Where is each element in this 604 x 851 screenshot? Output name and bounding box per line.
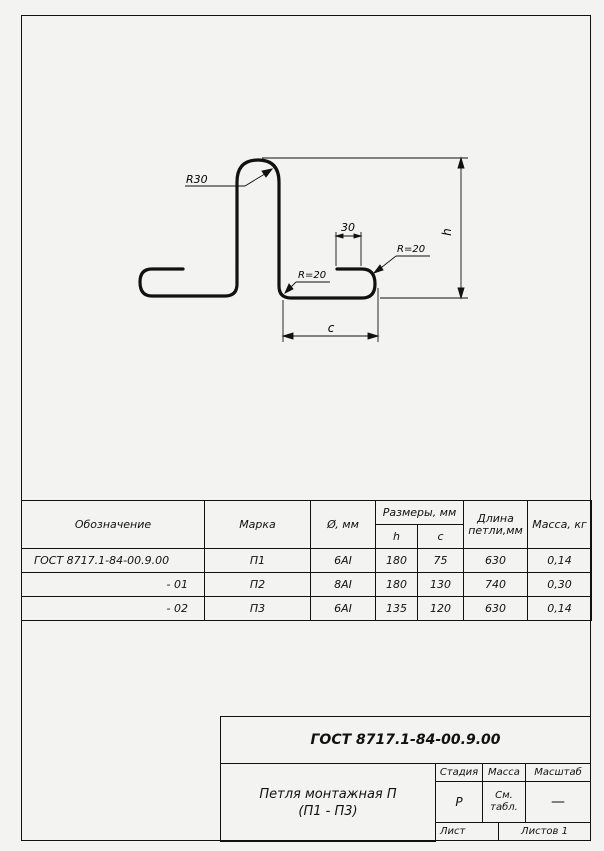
loop-drawing: h c 30 R30 R=20 R=20 xyxy=(138,156,468,342)
r30-label: R30 xyxy=(186,173,208,186)
cell-c: 75 xyxy=(416,548,465,573)
cell-diameter: 6AI xyxy=(310,548,376,573)
scale-value: — xyxy=(525,781,591,823)
title-block: ГОСТ 8717.1-84-00.9.00 Петля монтажная П… xyxy=(220,716,591,842)
stage-value: Р xyxy=(435,781,483,823)
cell-designation: - 02 xyxy=(21,596,205,621)
cell-c: 120 xyxy=(416,596,465,621)
dim-c-label: c xyxy=(328,321,335,335)
leader-r30 xyxy=(185,168,274,187)
drawing-frame xyxy=(21,15,591,841)
cell-h: 180 xyxy=(375,548,418,573)
specification-table: Обозначение Марка Ø, мм Размеры, мм Длин… xyxy=(21,500,593,621)
cell-mark: П3 xyxy=(204,596,311,621)
cell-diameter: 6AI xyxy=(310,596,376,621)
leader-r20-left xyxy=(284,281,330,294)
header-dimensions: Размеры, мм xyxy=(374,500,465,525)
cell-length: 740 xyxy=(463,572,529,597)
r20-right-label: R=20 xyxy=(397,244,425,255)
scale-label: Масштаб xyxy=(525,763,591,782)
table-row: ГОСТ 8717.1-84-00.9.00 П1 6AI 180 75 630… xyxy=(21,548,593,573)
r20-left-label: R=20 xyxy=(298,270,326,281)
mass-value: См. табл. xyxy=(482,781,526,823)
cell-mark: П1 xyxy=(204,548,311,573)
leader-r20-right xyxy=(372,255,430,274)
stage-label: Стадия xyxy=(435,763,483,782)
cell-designation: - 01 xyxy=(21,572,205,597)
cell-designation: ГОСТ 8717.1-84-00.9.00 xyxy=(21,548,205,573)
header-mark: Марка xyxy=(204,500,311,549)
table-row: - 02 П3 6AI 135 120 630 0,14 xyxy=(21,596,593,621)
cell-length: 630 xyxy=(463,548,529,573)
cell-mark: П2 xyxy=(204,572,311,597)
dimension-c xyxy=(281,288,380,342)
header-h: h xyxy=(375,524,418,549)
cell-mass: 0,14 xyxy=(527,596,593,621)
document-name-line2: (П1 - П3) xyxy=(298,803,358,819)
header-c: c xyxy=(416,524,465,549)
dimension-30 xyxy=(334,232,363,266)
sheet-label: Лист xyxy=(435,822,499,841)
dim-30-label: 30 xyxy=(341,221,355,234)
cell-mass: 0,30 xyxy=(527,572,593,597)
dim-h-label: h xyxy=(440,228,454,236)
mass-label: Масса xyxy=(482,763,526,782)
sheets-label: Листов 1 xyxy=(498,822,591,841)
mass-value-line2: табл. xyxy=(490,802,518,813)
header-diameter: Ø, мм xyxy=(310,500,376,549)
cell-diameter: 8AI xyxy=(310,572,376,597)
cell-c: 130 xyxy=(416,572,465,597)
header-mass: Масса, кг xyxy=(527,500,593,549)
loop-outline xyxy=(138,158,377,300)
cell-h: 180 xyxy=(375,572,418,597)
document-name-line1: Петля монтажная П xyxy=(259,786,397,802)
cell-mass: 0,14 xyxy=(527,548,593,573)
mass-value-line1: См. xyxy=(495,790,513,801)
header-designation: Обозначение xyxy=(21,500,205,549)
table-row: - 01 П2 8AI 180 130 740 0,30 xyxy=(21,572,593,597)
header-length: Длина петли,мм xyxy=(463,500,529,549)
dimension-h xyxy=(262,156,468,300)
document-code: ГОСТ 8717.1-84-00.9.00 xyxy=(220,716,591,764)
document-name: Петля монтажная П (П1 - П3) xyxy=(220,763,436,842)
cell-h: 135 xyxy=(375,596,418,621)
cell-length: 630 xyxy=(463,596,529,621)
